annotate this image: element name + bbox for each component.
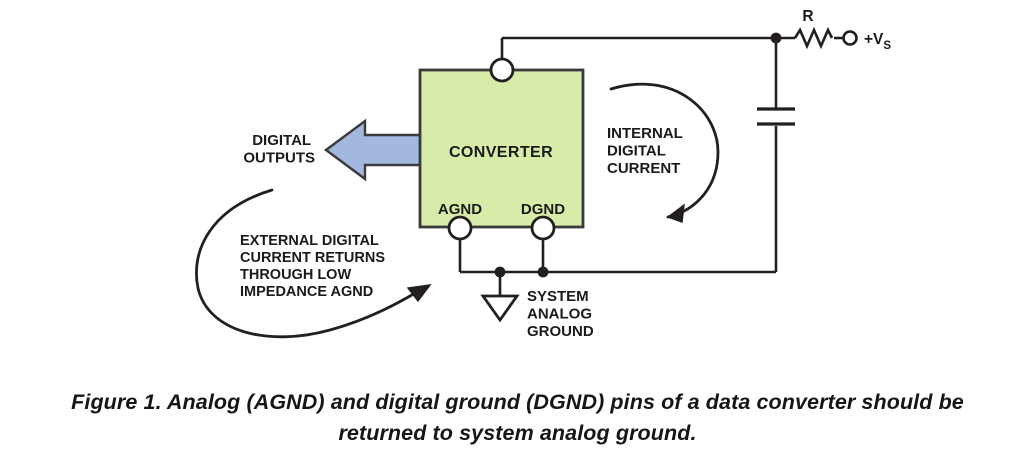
junction-dots [494, 32, 782, 278]
converter-box [418, 68, 585, 229]
dgnd-pin-label: DGND [521, 201, 565, 218]
figure-caption: Figure 1. Analog (AGND) and digital grou… [0, 387, 1035, 449]
capacitor-symbol [757, 107, 795, 126]
dgnd-pin-circle [530, 215, 556, 241]
agnd-pin-circle [447, 215, 473, 241]
digital-outputs-label: DIGITAL OUTPUTS [243, 132, 315, 167]
system-ground-label: SYSTEM ANALOG GROUND [527, 288, 596, 340]
junction-dot-dgnd [537, 266, 549, 278]
pin-circles [447, 57, 556, 241]
resistor-label: R [802, 8, 813, 25]
figure-caption-line-2: returned to system analog ground. [338, 421, 697, 445]
junction-dot-ground [494, 266, 506, 278]
internal-current-label: INTERNAL DIGITAL CURRENT [607, 125, 687, 177]
internal-current-arrow [609, 82, 720, 223]
vdd-pin-circle [489, 57, 515, 83]
supply-label: +VS [864, 31, 891, 52]
digital-outputs-arrow [323, 118, 424, 182]
external-current-arrow [195, 188, 432, 339]
supply-terminal-circle [842, 30, 858, 46]
system-ground-symbol [480, 294, 520, 323]
external-current-label: EXTERNAL DIGITAL CURRENT RETURNS THROUGH… [240, 233, 389, 300]
resistor-symbol [793, 26, 834, 50]
figure-caption-line-1: Figure 1. Analog (AGND) and digital grou… [71, 390, 964, 414]
junction-dot-supply [770, 32, 782, 44]
agnd-pin-label: AGND [438, 201, 482, 218]
converter-label: CONVERTER [449, 144, 553, 161]
wiring-layer [458, 36, 844, 296]
